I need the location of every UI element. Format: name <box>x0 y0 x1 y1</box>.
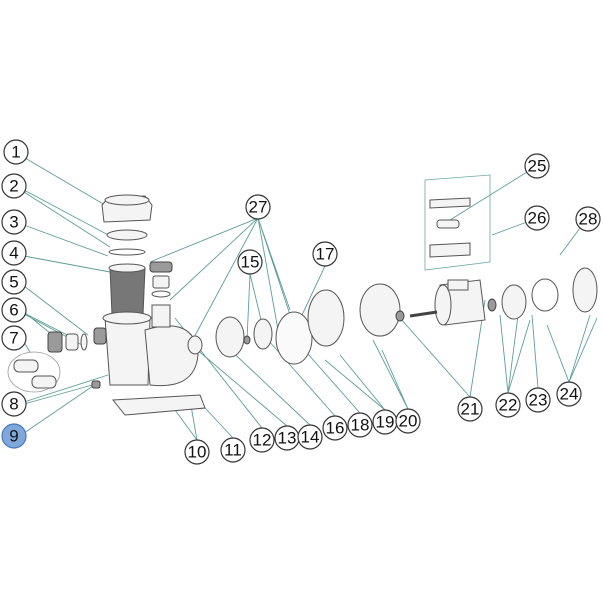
svg-text:27: 27 <box>249 198 268 217</box>
svg-text:11: 11 <box>224 441 242 460</box>
svg-text:3: 3 <box>9 213 18 232</box>
svg-text:5: 5 <box>9 273 18 292</box>
callout-18[interactable]: 18 <box>347 412 373 438</box>
svg-text:8: 8 <box>9 395 18 414</box>
pump-body-part <box>93 304 199 387</box>
o-ring-part <box>108 248 146 256</box>
svg-text:6: 6 <box>9 301 18 320</box>
callout-11[interactable]: 11 <box>220 437 246 463</box>
svg-text:1: 1 <box>11 143 20 162</box>
callout-1[interactable]: 1 <box>3 139 29 165</box>
callout-12[interactable]: 12 <box>249 427 275 453</box>
svg-text:12: 12 <box>253 431 272 450</box>
strainer-basket-part <box>108 263 146 316</box>
callout-15[interactable]: 15 <box>237 249 263 275</box>
svg-text:23: 23 <box>529 391 548 410</box>
strainer-lid-part <box>101 194 153 223</box>
callout-20[interactable]: 20 <box>395 408 421 434</box>
callout-6[interactable]: 6 <box>1 297 27 323</box>
callout-27[interactable]: 27 <box>245 194 271 220</box>
drain-plug-part <box>91 380 101 389</box>
callout-25[interactable]: 25 <box>524 153 550 179</box>
callout-23[interactable]: 23 <box>525 387 551 413</box>
callout-28[interactable]: 28 <box>575 206 601 232</box>
pipe-adaptors-part <box>7 351 61 393</box>
svg-text:17: 17 <box>316 245 335 264</box>
svg-text:20: 20 <box>399 412 418 431</box>
svg-text:28: 28 <box>579 210 598 229</box>
svg-text:13: 13 <box>278 429 297 448</box>
callout-5[interactable]: 5 <box>1 269 27 295</box>
svg-text:10: 10 <box>188 443 207 462</box>
callout-10[interactable]: 10 <box>184 439 210 465</box>
terminal-box-kit-part <box>424 174 491 271</box>
svg-text:2: 2 <box>9 177 18 196</box>
callout-3[interactable]: 3 <box>1 209 27 235</box>
svg-text:7: 7 <box>9 329 18 348</box>
seal-plate-part <box>187 335 203 355</box>
union-parts <box>47 261 173 353</box>
lid-seal-part <box>106 229 148 241</box>
svg-text:16: 16 <box>326 419 345 438</box>
svg-text:4: 4 <box>9 244 18 263</box>
svg-text:18: 18 <box>351 416 370 435</box>
svg-text:24: 24 <box>560 385 579 404</box>
callout-22[interactable]: 22 <box>495 392 521 418</box>
svg-text:22: 22 <box>499 396 518 415</box>
callout-13[interactable]: 13 <box>274 425 300 451</box>
callout-21[interactable]: 21 <box>457 396 483 422</box>
svg-text:26: 26 <box>528 209 547 228</box>
callout-19[interactable]: 19 <box>372 409 398 435</box>
callout-16[interactable]: 16 <box>322 415 348 441</box>
svg-text:15: 15 <box>241 253 260 272</box>
svg-text:19: 19 <box>376 413 395 432</box>
callout-14[interactable]: 14 <box>297 424 323 450</box>
svg-text:9: 9 <box>9 427 18 446</box>
callout-7[interactable]: 7 <box>1 325 27 351</box>
callout-9-selected[interactable]: 9 <box>1 423 27 449</box>
svg-text:25: 25 <box>528 157 547 176</box>
motor-part <box>409 279 486 326</box>
callout-2[interactable]: 2 <box>1 173 27 199</box>
callout-26[interactable]: 26 <box>524 205 550 231</box>
callout-4[interactable]: 4 <box>1 240 27 266</box>
callout-24[interactable]: 24 <box>556 381 582 407</box>
callouts: 1 2 3 4 5 6 7 8 9 10 11 12 13 14 15 16 1… <box>1 139 601 465</box>
callout-8[interactable]: 8 <box>1 391 27 417</box>
motor-rear-parts <box>487 267 598 320</box>
diffuser-parts <box>215 283 405 365</box>
pump-base-part <box>112 394 206 416</box>
callout-17[interactable]: 17 <box>312 241 338 267</box>
svg-text:21: 21 <box>461 400 480 419</box>
svg-text:14: 14 <box>301 428 320 447</box>
